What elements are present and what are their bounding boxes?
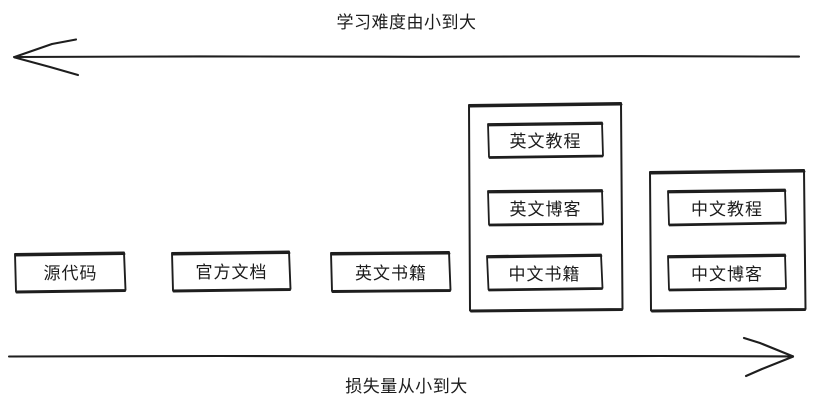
node-label-chinese-blogs[interactable]: 中文博客 [691, 264, 763, 285]
node-label-chinese-books[interactable]: 中文书籍 [508, 264, 581, 285]
node-label-source-code[interactable]: 源代码 [43, 264, 98, 284]
bottom-arrow-icon [7, 336, 795, 378]
node-label-chinese-tutorials[interactable]: 中文教程 [691, 199, 763, 220]
node-label-english-books[interactable]: 英文书籍 [355, 264, 427, 284]
top-axis-label: 学习难度由小到大 [336, 13, 477, 33]
node-label-official-docs[interactable]: 官方文档 [195, 263, 268, 283]
top-arrow-icon [12, 38, 801, 77]
node-label-english-blogs[interactable]: 英文博客 [509, 199, 582, 220]
bottom-axis-label: 损失量从小到大 [345, 377, 468, 397]
node-label-english-tutorials[interactable]: 英文教程 [509, 132, 582, 152]
